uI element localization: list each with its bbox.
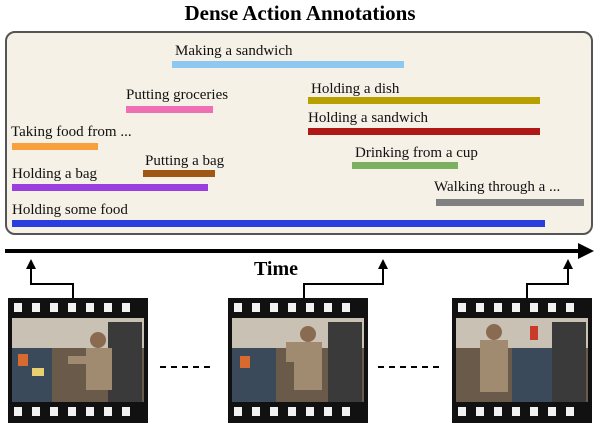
annotation-label: Holding some food xyxy=(12,202,128,218)
annotation-label: Putting a bag xyxy=(145,153,225,169)
film-strip-frame-3 xyxy=(452,298,592,423)
annotation-bar xyxy=(143,170,215,177)
annotation-bar xyxy=(12,143,98,150)
annotation-bar xyxy=(126,106,213,113)
annotation-bar xyxy=(308,97,540,104)
frame-2-connector xyxy=(303,259,388,298)
annotation-bar xyxy=(12,184,208,191)
annotation-bar xyxy=(12,220,545,227)
annotation-label: Putting groceries xyxy=(126,87,229,103)
time-axis-label: Time xyxy=(253,258,299,280)
annotation-label: Taking food from ... xyxy=(11,124,132,140)
film-strip-frame-1 xyxy=(8,298,148,423)
frame-1-connector xyxy=(26,259,74,298)
annotation-bar xyxy=(352,162,458,169)
annotation-bar xyxy=(172,61,404,68)
time-axis-arrowhead xyxy=(578,243,594,259)
annotation-label: Walking through a ... xyxy=(434,179,561,195)
annotation-bar xyxy=(308,128,540,135)
annotation-label: Holding a bag xyxy=(12,166,97,182)
annotation-label: Holding a sandwich xyxy=(308,110,428,126)
annotation-label: Drinking from a cup xyxy=(355,145,478,161)
frame-3-connector xyxy=(526,259,573,298)
film-strip-frame-2 xyxy=(228,298,368,423)
annotation-label: Holding a dish xyxy=(311,81,400,97)
annotation-bar xyxy=(436,199,584,206)
annotation-label: Making a sandwich xyxy=(175,43,293,59)
figure-title: Dense Action Annotations xyxy=(184,1,416,25)
